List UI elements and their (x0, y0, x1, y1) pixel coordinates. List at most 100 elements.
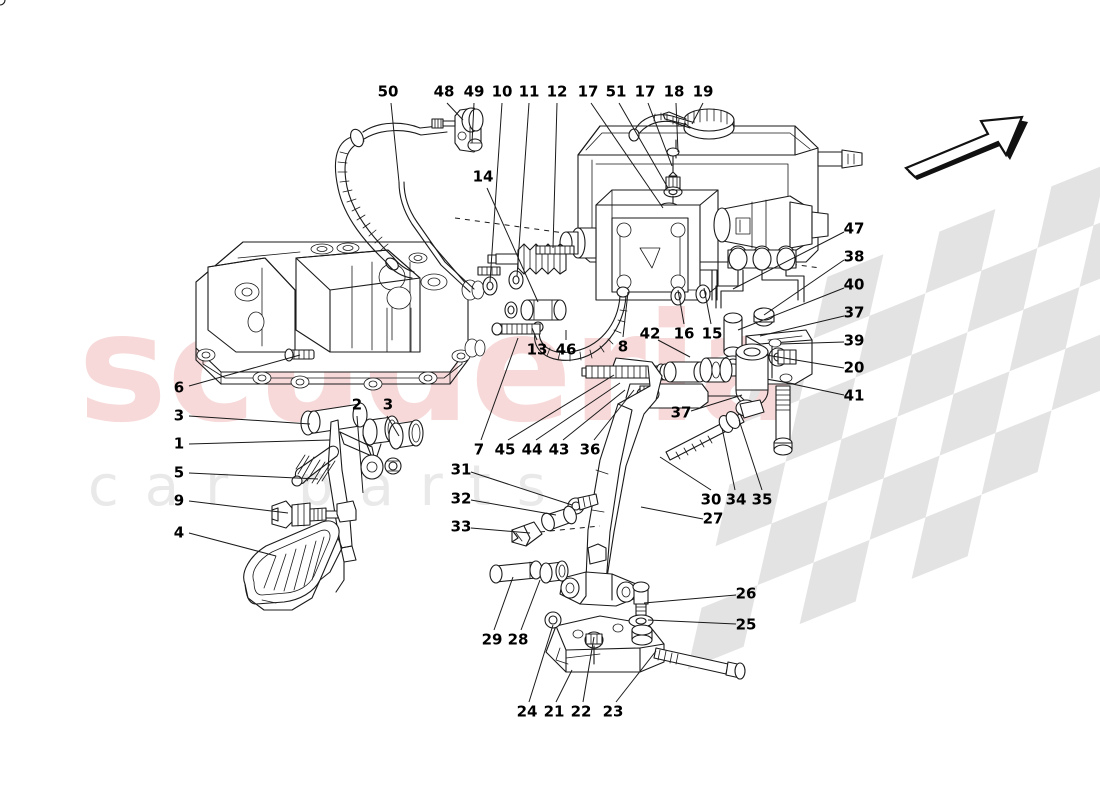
callout-number-28: 28 (508, 631, 529, 649)
callout-leader-line (528, 624, 554, 703)
callout-number-31: 31 (451, 461, 472, 479)
callout-leader-line (516, 102, 530, 277)
callout-leader-line (555, 669, 573, 703)
long-bolt-41 (773, 385, 793, 456)
callout-number-42: 42 (640, 325, 661, 343)
callout-number-30: 30 (701, 491, 722, 509)
callout-number-49: 49 (464, 83, 485, 101)
callout-leader-line (531, 327, 538, 341)
callout-leader-line (486, 187, 539, 303)
callout-number-14: 14 (473, 168, 494, 186)
callout-leader-line (593, 389, 635, 441)
callout-number-37: 37 (844, 304, 865, 322)
brake-pedal-arm (529, 357, 663, 607)
callout-number-8: 8 (618, 338, 628, 356)
callout-leader-line (763, 259, 845, 316)
callout-leader-line (562, 389, 626, 441)
pedal-pad (243, 520, 343, 611)
pivot-pin-and-bush (489, 560, 569, 584)
callout-leader-line (643, 594, 737, 604)
callout-number-44: 44 (522, 441, 543, 459)
callout-number-26: 26 (736, 585, 757, 603)
pushrod-clevis-group (581, 343, 769, 461)
callout-number-50: 50 (378, 83, 399, 101)
callout-leader-line (618, 102, 669, 189)
callout-number-43: 43 (549, 441, 570, 459)
pedal-switch (271, 500, 339, 529)
callout-number-25: 25 (736, 616, 757, 634)
callout-leader-line (470, 499, 557, 516)
callout-number-22: 22 (571, 703, 592, 721)
callout-leader-line (535, 382, 621, 441)
callout-leader-line (188, 354, 301, 387)
callout-leader-line (721, 427, 736, 491)
callout-leader-line (188, 472, 319, 480)
callout-leader-line (622, 291, 629, 338)
callout-number-51: 51 (606, 83, 627, 101)
callout-leader-line (470, 527, 531, 534)
callout-number-12: 12 (547, 83, 568, 101)
callout-number-15: 15 (702, 325, 723, 343)
callout-leader-line (552, 102, 558, 249)
callout-number-24: 24 (517, 703, 538, 721)
callout-number-13: 13 (527, 341, 548, 359)
callout-number-2: 2 (352, 396, 362, 414)
callout-number-32: 32 (451, 490, 472, 508)
pedal-mount-bracket (544, 581, 746, 680)
callout-leader-line (675, 102, 679, 153)
callout-leader-line (489, 102, 503, 283)
callout-leader-line (703, 287, 712, 325)
callout-leader-line (647, 102, 673, 167)
callout-number-45: 45 (495, 441, 516, 459)
callout-number-1: 1 (174, 435, 184, 453)
callout-number-36: 36 (580, 441, 601, 459)
callout-number-34: 34 (726, 491, 747, 509)
callout-number-46: 46 (556, 341, 577, 359)
callout-leader-line (732, 231, 845, 290)
callout-leader-line (188, 500, 289, 514)
clevis-pin-group (511, 493, 599, 547)
callout-number-11: 11 (519, 83, 540, 101)
callout-number-3: 3 (383, 396, 393, 414)
bolt-23 (653, 647, 746, 680)
callout-number-23: 23 (603, 703, 624, 721)
callout-leader-line (480, 337, 519, 441)
callout-number-16: 16 (674, 325, 695, 343)
callout-leader-line (386, 415, 400, 437)
callout-leader-line (657, 339, 691, 358)
hose-bracket-48-49 (431, 107, 484, 153)
callout-leader-line (356, 415, 364, 494)
callout-leader-line (390, 102, 400, 183)
callout-number-39: 39 (844, 332, 865, 350)
callout-leader-line (615, 650, 657, 703)
callout-number-19: 19 (693, 83, 714, 101)
callout-number-33: 33 (451, 518, 472, 536)
callout-number-3: 3 (174, 407, 184, 425)
callout-leader-line (188, 532, 277, 557)
callout-number-38: 38 (844, 248, 865, 266)
callout-leader-line (691, 102, 704, 125)
direction-of-travel-arrow (904, 115, 1028, 180)
callout-number-35: 35 (752, 491, 773, 509)
callout-number-41: 41 (844, 387, 865, 405)
callout-number-5: 5 (174, 464, 184, 482)
callout-leader-line (737, 287, 845, 331)
callout-leader-line (779, 341, 845, 345)
callout-leader-line (640, 506, 704, 520)
metal-pipe-run (398, 181, 475, 293)
callout-number-48: 48 (434, 83, 455, 101)
callout-number-6: 6 (174, 379, 184, 397)
callout-leader-line (659, 456, 712, 491)
fastener-group-upper (477, 245, 711, 336)
callout-leader-line (470, 471, 573, 506)
callout-number-27: 27 (703, 510, 724, 528)
callout-number-18: 18 (664, 83, 685, 101)
callout-leader-line (647, 619, 737, 625)
callout-number-10: 10 (492, 83, 513, 101)
callout-number-47: 47 (844, 220, 865, 238)
callout-number-37: 37 (671, 404, 692, 422)
callout-number-20: 20 (844, 359, 865, 377)
